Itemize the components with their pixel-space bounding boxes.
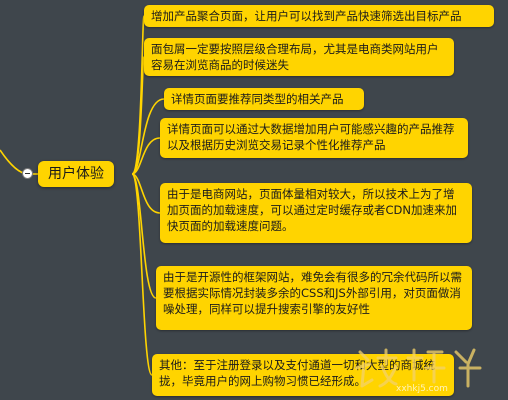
branch-node-recommendation[interactable]: 详情页面可以通过大数据增加用户可能感兴趣的产品推荐以及根据历史浏览交易记录个性化… — [160, 118, 468, 158]
branch-node-breadcrumb[interactable]: 面包屑一定要按照层级合理布局，尤其是电商类网站用户容易在浏览商品的时候迷失 — [144, 38, 454, 76]
watermark-text: xxhkj5.com — [396, 384, 448, 394]
connector-line — [131, 137, 161, 175]
branch-node-related-products[interactable]: 详情页面要推荐同类型的相关产品 — [164, 88, 364, 110]
collapse-toggle-icon[interactable] — [22, 168, 33, 179]
connector-line — [131, 98, 165, 175]
branch-node-other[interactable]: 其他：至于注册登录以及支付通道一切和大型的商城统拢，毕竟用户的网上购物习惯已经形… — [152, 354, 454, 396]
watermark-logo: xxhkj5.com — [354, 348, 482, 394]
connector-line — [131, 173, 157, 299]
connector-line — [131, 173, 161, 214]
branch-node-load-speed[interactable]: 由于是电商网站，页面体量相对较大，所以技术上为了增加页面的加载速度，可以通过定时… — [160, 183, 472, 243]
connector-line — [131, 173, 153, 376]
root-node[interactable]: 用户体验 — [38, 161, 114, 187]
branch-node-code-cleanup[interactable]: 由于是开源性的框架网站，难免会有很多的冗余代码所以需要根据实际情况封装多余的CS… — [156, 266, 472, 330]
branch-node-aggregation[interactable]: 增加产品聚合页面，让用户可以找到产品快速筛选出目标产品 — [144, 5, 494, 27]
